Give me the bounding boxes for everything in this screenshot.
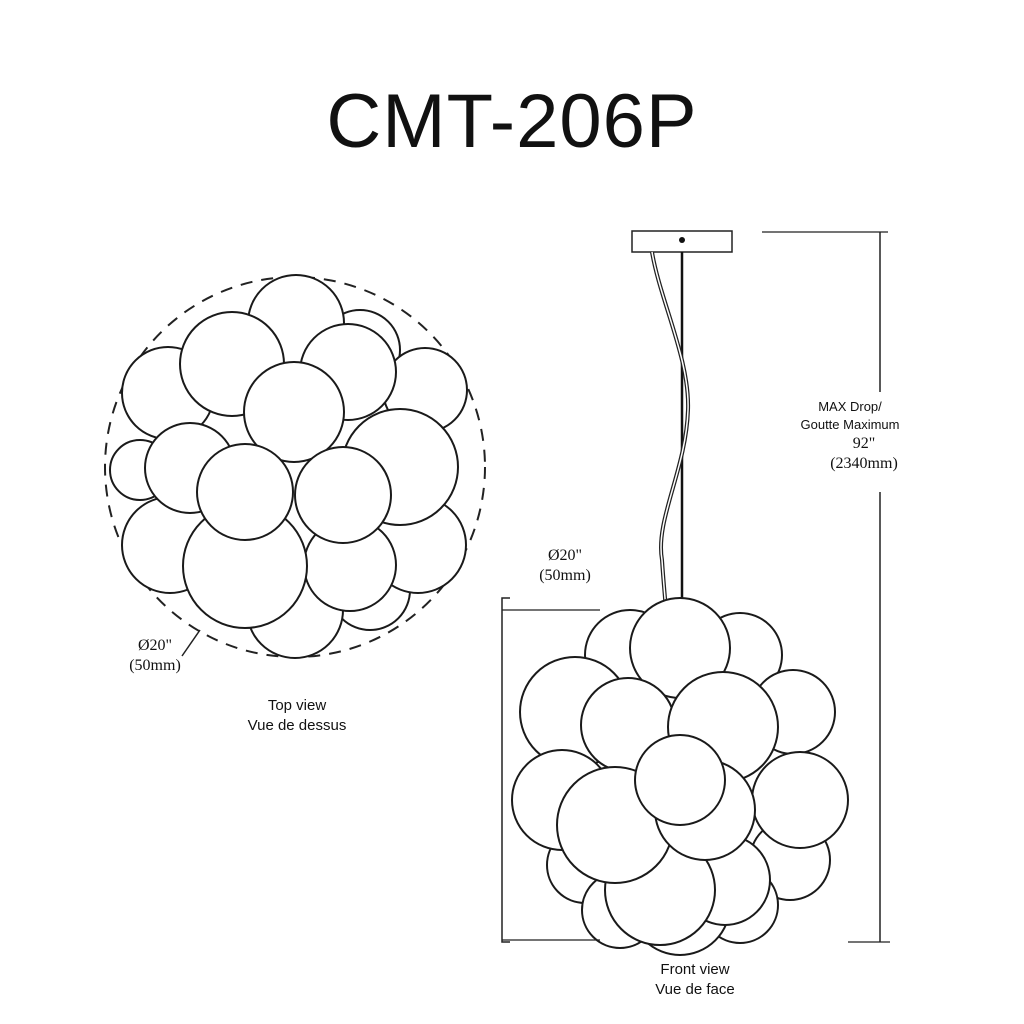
top-view-drawing <box>104 274 486 659</box>
front-view-drawing <box>511 230 849 956</box>
max-drop-dimension: MAX Drop/ Goutte Maximum 92" (2340mm) <box>800 399 900 472</box>
glass-globe <box>243 361 345 463</box>
front-view-diameter: Ø20"(50mm) <box>539 547 591 584</box>
top-view-diameter: Ø20"(50mm) <box>129 637 181 674</box>
product-title: CMT-206P <box>326 79 698 164</box>
glass-globe <box>634 734 726 826</box>
glass-globe <box>196 443 294 541</box>
glass-globe <box>294 446 392 544</box>
dimension-lines <box>181 231 890 943</box>
canopy-screw <box>679 237 685 243</box>
glass-globe <box>751 751 849 849</box>
